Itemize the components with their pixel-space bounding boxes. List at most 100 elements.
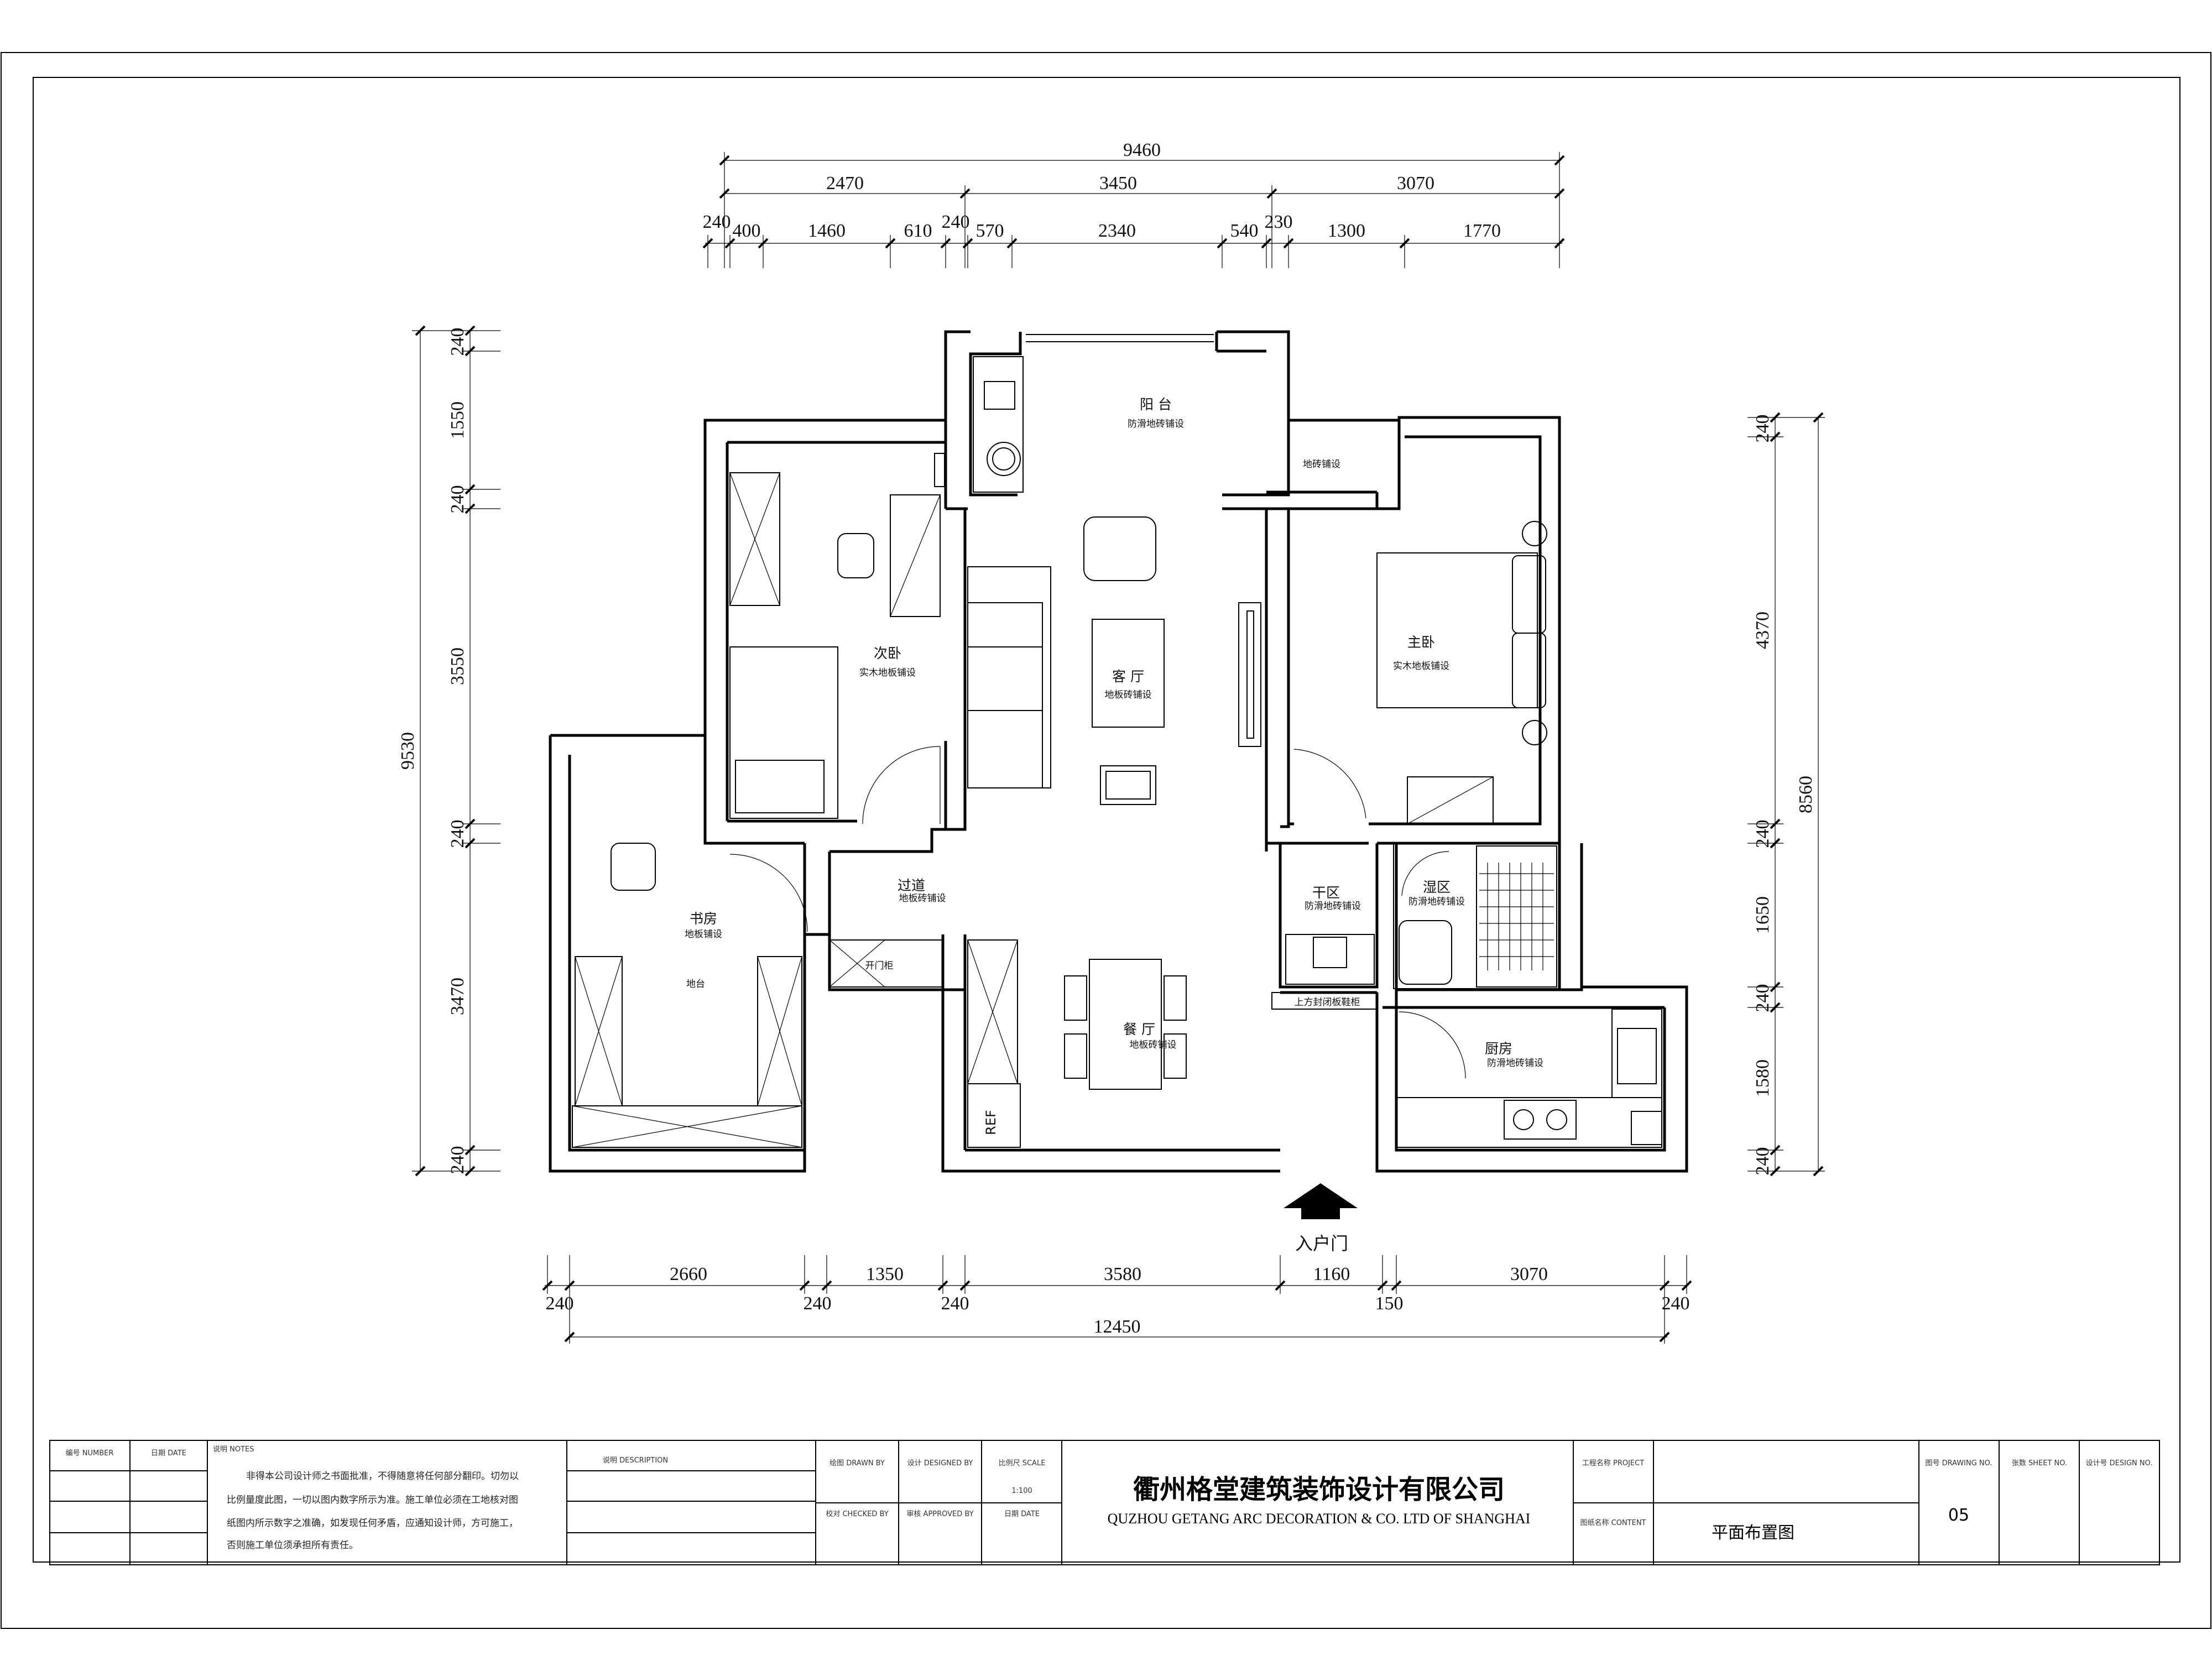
master-bedroom-name: 主卧 [1407, 634, 1435, 650]
dry-area-floor: 防滑地砖铺设 [1305, 901, 1361, 912]
company-name-en: QUZHOU GETANG ARC DECORATION & CO. LTD O… [1108, 1511, 1531, 1527]
tb-note-line: 纸图内所示数字之准确，如发现任何矛盾，应通知设计师，方可施工， [227, 1518, 518, 1529]
study-platform: 地台 [686, 979, 705, 990]
shoe-cabinet-label: 上方封闭板鞋柜 [1295, 997, 1360, 1008]
right-dim: 240 [1752, 415, 1773, 443]
right-total-dim: 8560 [1796, 776, 1816, 813]
second-bedroom-floor: 实木地板铺设 [859, 667, 916, 678]
top-dim: 240 [703, 212, 731, 232]
tb-drawn-label: 绘图 DRAWN BY [830, 1459, 885, 1467]
bottom-dim: 3070 [1510, 1264, 1548, 1284]
tb-date-label: 日期 DATE [151, 1449, 186, 1458]
top-dim: 1460 [808, 221, 846, 241]
tb-scale-label: 比例尺 SCALE [999, 1459, 1046, 1467]
hallway-name: 过道 [898, 877, 925, 894]
left-dim: 240 [447, 328, 468, 356]
entrance-label: 入户门 [1295, 1233, 1348, 1254]
left-total-dim: 9530 [398, 732, 418, 770]
tb-drawing-no-label: 图号 DRAWING NO. [1925, 1459, 1992, 1467]
company-name-cn: 衢州格堂建筑装饰设计有限公司 [1133, 1474, 1505, 1505]
tb-approved-label: 审核 APPROVED BY [906, 1510, 973, 1518]
entrance-arrow-icon [1284, 1183, 1358, 1219]
wet-area-name: 湿区 [1423, 879, 1451, 895]
drawing-title: 平面布置图 [1712, 1523, 1794, 1543]
left-dim: 1550 [447, 401, 468, 439]
right-dim: 240 [1752, 1147, 1773, 1176]
top-dim: 610 [904, 221, 932, 241]
master-bedroom-floor: 实木地板铺设 [1393, 661, 1449, 672]
tb-sheet-no-label: 张数 SHEET NO. [2012, 1459, 2067, 1467]
bottom-dim: 240 [941, 1293, 969, 1314]
balcony-name: 阳 台 [1140, 396, 1172, 412]
left-dim: 240 [447, 1146, 468, 1174]
tb-note-line: 比例量度此图，一切以图内数字所示为准。施工单位必须在工地核对图 [227, 1495, 518, 1506]
second-bedroom-name: 次卧 [874, 645, 901, 661]
tb-project-label: 工程名称 PROJECT [1582, 1459, 1644, 1467]
right-dim: 240 [1752, 984, 1773, 1012]
top-dim: 540 [1230, 221, 1259, 241]
study-floor: 地板铺设 [685, 929, 722, 940]
left-dim: 240 [447, 820, 468, 848]
right-dim: 1650 [1752, 896, 1773, 934]
top-dimensions: 9460 2470 3450 3070 240 400 1460 610 240… [703, 140, 1565, 268]
top-dim: 3070 [1397, 173, 1434, 194]
right-dimensions: 8560 240 4370 240 1650 240 1580 240 [1747, 412, 1825, 1177]
tb-checked-label: 校对 CHECKED BY [826, 1509, 888, 1518]
open-cabinet-label: 开门柜 [865, 960, 894, 971]
inner-border [33, 77, 2180, 1563]
kitchen-floor: 防滑地砖铺设 [1487, 1058, 1543, 1069]
top-dim: 2470 [826, 173, 864, 194]
title-block: 编号 NUMBER 日期 DATE 说明 NOTES 非得本公司设计师之书面批准… [49, 1440, 2160, 1565]
right-dim: 1580 [1752, 1059, 1773, 1097]
living-room-floor: 地板砖铺设 [1105, 690, 1152, 701]
dry-area-name: 干区 [1312, 885, 1340, 901]
dining-room-name: 餐 厅 [1123, 1021, 1155, 1037]
top-dim: 240 [942, 212, 970, 232]
left-dim: 240 [447, 485, 468, 514]
balcony-floor: 防滑地砖铺设 [1128, 419, 1184, 430]
tb-note-line: 非得本公司设计师之书面批准，不得随意将任何部分翻印。切勿以 [246, 1471, 519, 1482]
balcony-side-floor: 地砖铺设 [1303, 459, 1340, 470]
bottom-dimensions: 2660 1350 3580 1160 3070 240 240 240 150… [542, 1255, 1692, 1344]
right-dim: 240 [1752, 820, 1773, 848]
outer-border [1, 52, 2211, 1629]
top-dim: 230 [1265, 212, 1293, 232]
left-dimensions: 9530 240 1550 240 3550 240 3470 240 [398, 325, 500, 1177]
tb-notes-label: 说明 NOTES [213, 1445, 254, 1454]
walls [549, 330, 1688, 1173]
bottom-dim: 240 [1662, 1293, 1690, 1314]
room-labels: 阳 台 防滑地砖铺设 地砖铺设 次卧 实木地板铺设 客 厅 地板砖铺设 主卧 实… [685, 396, 1543, 1135]
top-dim: 2340 [1098, 221, 1136, 241]
bottom-dim: 150 [1375, 1293, 1404, 1314]
tb-scale-value: 1:100 [1011, 1487, 1032, 1495]
study-name: 书房 [690, 911, 717, 927]
tb-designed-label: 设计 DESIGNED BY [907, 1459, 973, 1467]
tb-date2-label: 日期 DATE [1004, 1510, 1040, 1518]
fridge-label: REF [983, 1110, 999, 1135]
top-dim: 1300 [1328, 221, 1365, 241]
tb-note-line: 否则施工单位须承担所有责任。 [227, 1540, 358, 1551]
bottom-dim: 2660 [670, 1264, 707, 1284]
top-dim: 570 [976, 221, 1004, 241]
drawing-number: 05 [1948, 1506, 1969, 1525]
bottom-dim: 240 [804, 1293, 832, 1314]
right-dim: 4370 [1752, 612, 1773, 649]
bottom-total-dim: 12450 [1094, 1317, 1141, 1337]
top-total-dim: 9460 [1123, 140, 1161, 160]
bottom-dim: 3580 [1104, 1264, 1141, 1284]
wet-area-floor: 防滑地砖铺设 [1408, 896, 1465, 907]
living-room-name: 客 厅 [1112, 668, 1144, 685]
left-dim: 3550 [447, 647, 468, 685]
dining-room-floor: 地板砖铺设 [1130, 1040, 1177, 1051]
top-dim: 1770 [1463, 221, 1501, 241]
furniture [572, 356, 1662, 1148]
kitchen-name: 厨房 [1485, 1041, 1512, 1057]
top-dim: 3450 [1099, 173, 1137, 194]
tb-content-label: 图纸名称 CONTENT [1580, 1518, 1646, 1527]
bottom-dim: 1160 [1313, 1264, 1350, 1284]
bottom-dim: 1350 [866, 1264, 904, 1284]
tb-description-label: 说明 DESCRIPTION [603, 1456, 668, 1465]
tb-number-label: 编号 NUMBER [66, 1449, 114, 1458]
